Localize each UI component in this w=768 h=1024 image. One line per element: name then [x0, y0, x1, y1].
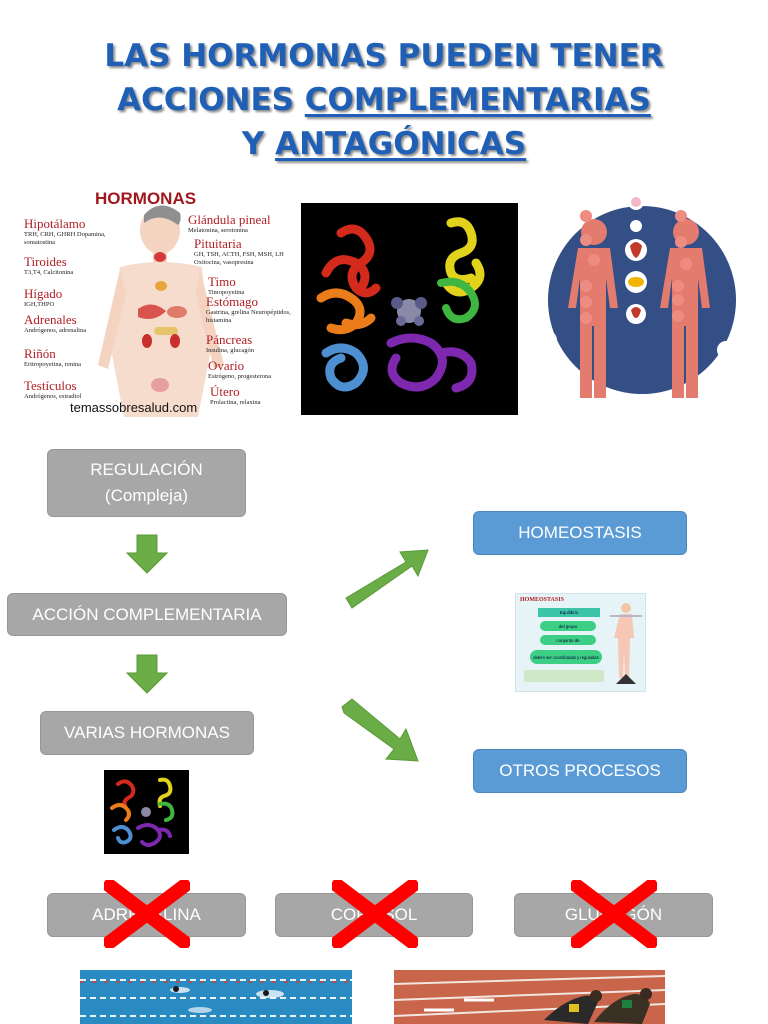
homeostasis-box: HOMEOSTASIS [473, 511, 687, 555]
title-complementarias: COMPLEMENTARIAS [304, 82, 651, 118]
organ-name: Útero [210, 384, 240, 399]
homeostasis-slide-item: del grupo [540, 621, 596, 631]
body-organs-image [536, 190, 748, 415]
organ-hormones: Prolactina, relaxina [210, 399, 261, 406]
homeostasis-slide-image: HOMEOSTASIS Equilibrio del grupo conjunt… [515, 593, 646, 692]
red-cross-icon [332, 880, 418, 948]
regulacion-label: REGULACIÓN (Compleja) [90, 460, 203, 505]
regulacion-box: REGULACIÓN (Compleja) [47, 449, 246, 517]
organ-name: Estómago [206, 294, 258, 309]
organ-name: Ovario [208, 358, 245, 373]
human-figure-illustration [610, 603, 642, 684]
otros-procesos-label: OTROS PROCESOS [499, 761, 661, 780]
organ-name: Páncreas [206, 332, 253, 347]
organ-hormones: Andrógenos, estradiol [24, 393, 82, 400]
title-line-2: ACCIONES COMPLEMENTARIAS [0, 78, 768, 122]
red-cross-icon [104, 880, 190, 948]
organ-hormones: Eritropoyetina, renina [24, 361, 82, 368]
varias-hormonas-box: VARIAS HORMONAS [40, 711, 254, 755]
body-silhouette-illustration [98, 205, 224, 417]
organ-name: Pituitaria [194, 236, 242, 251]
page-title: LAS HORMONAS PUEDEN TENER ACCIONES COMPL… [0, 34, 768, 166]
infographic-watermark: temassobresalud.com [70, 400, 198, 415]
homeostasis-label: HOMEOSTASIS [518, 523, 642, 542]
title-line-3: Y ANTAGÓNICAS [0, 122, 768, 166]
title-line-1: LAS HORMONAS PUEDEN TENER [104, 38, 664, 74]
homeostasis-slide-heading: HOMEOSTASIS [520, 597, 564, 603]
small-protein-image [104, 770, 189, 854]
organ-name: Glándula pineal [188, 212, 271, 227]
homeostasis-slide-item: deben ser coordinadas y reguladas [530, 650, 602, 664]
organ-name: Hipotálamo [24, 216, 86, 231]
track-race-photo [394, 970, 665, 1024]
organ-hormones: IGH,THPO [24, 301, 55, 308]
homeostasis-slide-note [524, 670, 604, 682]
organ-hormones: Melatonina, serotonina [188, 227, 248, 234]
organ-hormones: GH, TSH, ACTH, FSH, MSH, LH Oxitocina, v… [194, 251, 284, 266]
up-right-arrow [345, 549, 429, 609]
down-arrow-2 [126, 654, 168, 694]
accion-complementaria-box: ACCIÓN COMPLEMENTARIA [7, 593, 287, 636]
organ-name: Riñón [24, 346, 56, 361]
infographic-heading: HORMONAS [95, 189, 197, 208]
organ-name: Tiroides [24, 254, 67, 269]
organ-hormones: Gastrina, grelina Neuropéptidos, histami… [206, 309, 291, 324]
title-antagonicas: ANTAGÓNICAS [275, 126, 527, 162]
organ-name: Testículos [24, 378, 77, 393]
accion-complementaria-label: ACCIÓN COMPLEMENTARIA [32, 604, 262, 624]
title-line-2-prefix: ACCIONES [117, 82, 305, 118]
down-arrow-1 [126, 534, 168, 574]
title-line-3-prefix: Y [241, 126, 276, 162]
organ-hormones: Timopoyetina [208, 289, 245, 296]
organ-name: Timo [208, 274, 236, 289]
organ-hormones: Andrógenos, adrenalina [24, 327, 87, 334]
organ-name: Adrenales [24, 312, 77, 327]
varias-hormonas-label: VARIAS HORMONAS [64, 723, 230, 742]
organ-hormones: T3,T4, Calcitonina [24, 269, 74, 276]
protein-structure-image [301, 203, 518, 415]
red-cross-icon [571, 880, 657, 948]
homeostasis-slide-item: conjunto de [540, 635, 596, 645]
otros-procesos-box: OTROS PROCESOS [473, 749, 687, 793]
homeostasis-slide-item: Equilibrio [538, 608, 600, 617]
down-right-arrow [341, 698, 419, 762]
organ-hormones: Insulina, glucagón [206, 347, 255, 354]
organ-hormones: TRH, CRH, GHRH Dopamina, somatostina [24, 231, 106, 246]
organ-name: Hígado [24, 286, 63, 301]
swimming-photo [80, 970, 352, 1024]
organ-hormones: Estrógeno, progesterona [208, 373, 272, 380]
